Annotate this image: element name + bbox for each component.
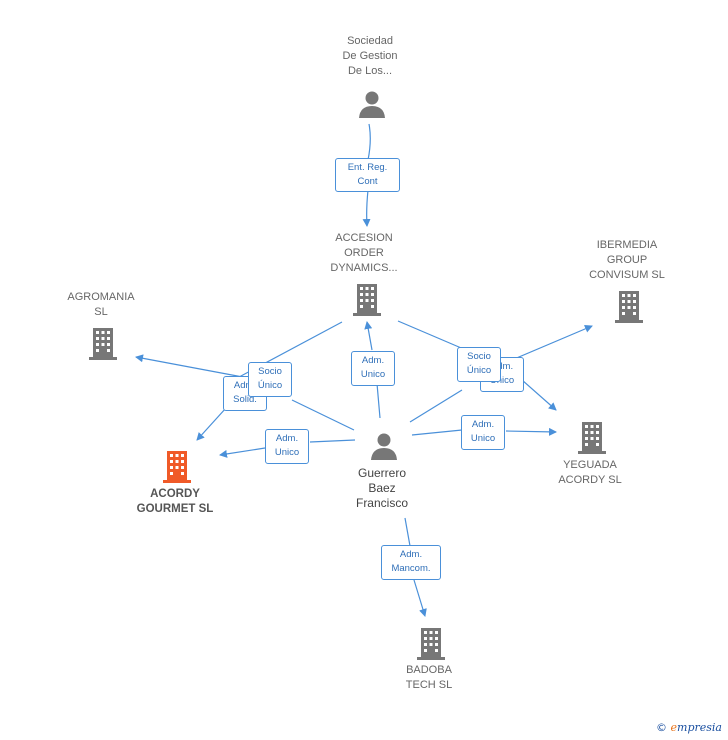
edge-sociedad-accesion: [367, 123, 371, 226]
node-label-ibermedia[interactable]: IBERMEDIA GROUP CONVISUM SL: [589, 239, 665, 281]
building-icon: [578, 422, 606, 454]
edge-label-adm-unico-accesion: Adm. Unico: [351, 351, 395, 386]
edge-label-socio-unico-ibermedia: Socio Único: [457, 347, 501, 382]
node-label-sociedad[interactable]: Sociedad De Gestion De Los...: [342, 35, 398, 77]
building-icon: [89, 328, 117, 360]
edge-guerrero-agromania: [136, 357, 355, 431]
building-icon: [417, 628, 445, 660]
edge-label-adm-unico-yeguada: Adm. Unico: [461, 415, 505, 450]
edge-label-socio-unico-agromania: Socio Único: [248, 362, 292, 397]
brand-logo-rest: mpresia: [677, 721, 722, 734]
node-label-yeguada[interactable]: YEGUADA ACORDY SL: [558, 459, 622, 486]
person-icon: [371, 433, 397, 460]
building-icon: [615, 291, 643, 323]
brand-logo-first: e: [670, 721, 678, 734]
copyright-symbol: ©: [656, 721, 668, 734]
building-icon: [163, 451, 191, 483]
node-label-badoba[interactable]: BADOBA TECH SL: [405, 664, 453, 691]
edge-guerrero-badoba: [404, 517, 425, 616]
copyright: © empresia: [656, 721, 722, 734]
node-label-accesion[interactable]: ACCESION ORDER DYNAMICS...: [330, 232, 398, 274]
building-icon: [353, 284, 381, 316]
edge-guerrero-yeguada: [411, 430, 556, 435]
node-label-agromania[interactable]: AGROMANIA SL: [67, 291, 135, 318]
person-icon: [359, 91, 385, 118]
edge-accesion-agromania: [197, 321, 343, 440]
edge-label-adm-unico-gourmet: Adm. Unico: [265, 429, 309, 464]
edge-label-ent-reg: Ent. Reg. Cont: [335, 158, 400, 192]
node-label-acordy-gourmet[interactable]: ACORDY GOURMET SL: [136, 488, 214, 515]
edge-guerrero-gourmet: [220, 439, 356, 455]
node-label-guerrero[interactable]: Guerrero Baez Francisco: [355, 466, 408, 510]
edge-label-adm-mancom: Adm. Mancom.: [381, 545, 441, 580]
